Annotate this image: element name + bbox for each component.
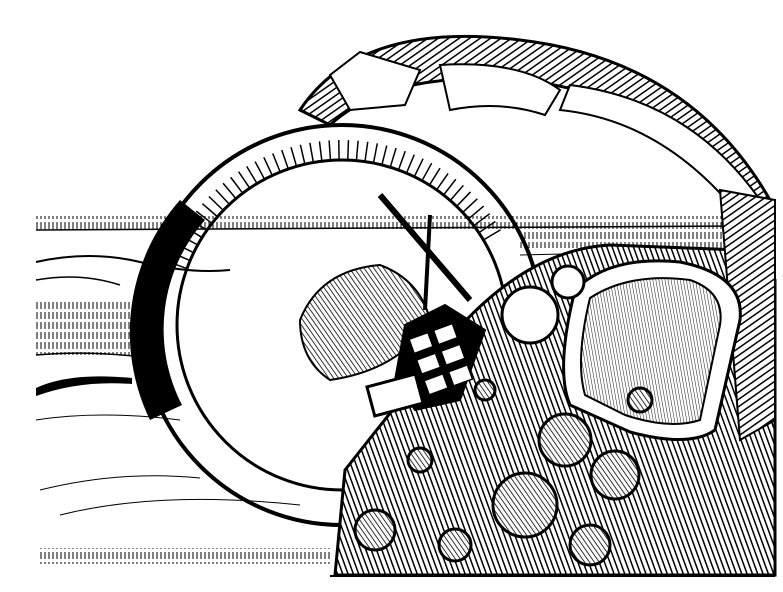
ring-tick	[389, 147, 397, 168]
ring-tick	[195, 210, 213, 225]
instrument-panel	[333, 188, 777, 577]
ring-tick	[167, 261, 188, 270]
control-stick	[423, 214, 432, 311]
ring-tick	[263, 157, 273, 176]
gauge-dial	[500, 285, 560, 345]
ring-tick	[184, 226, 203, 239]
ring-tick	[309, 142, 315, 163]
ring-tick	[381, 145, 388, 166]
panel-button	[432, 322, 459, 346]
ring-tick	[254, 161, 266, 180]
ring-tick	[222, 182, 237, 200]
ring-tick	[318, 141, 323, 162]
ring-tick	[171, 252, 191, 262]
ring-tick	[413, 158, 424, 178]
ring-tick	[190, 218, 208, 231]
ring-tick	[372, 143, 379, 164]
ring-tick	[462, 198, 478, 214]
gauge-dial	[568, 523, 612, 567]
ring-tick	[328, 140, 332, 161]
ring-tick	[436, 173, 449, 191]
gauge-dial	[550, 264, 586, 300]
gauge-cluster	[353, 378, 654, 567]
gauge-dial	[589, 449, 641, 501]
horizon-line	[35, 225, 741, 231]
ring-tick	[175, 243, 195, 254]
button-grid	[408, 322, 474, 396]
gauge-dial	[473, 378, 497, 402]
canopy-window	[328, 50, 422, 112]
gauge-dial	[406, 446, 434, 474]
ring-tick	[208, 195, 224, 211]
gauge-dial	[626, 386, 654, 414]
ring-tick	[456, 191, 472, 207]
panel-button	[440, 343, 466, 367]
ring-tick	[483, 229, 501, 241]
ring-tick	[421, 162, 433, 182]
field-stroke	[35, 255, 231, 272]
crop-field	[36, 300, 146, 355]
ring-tick	[347, 140, 350, 161]
panel-button	[415, 352, 442, 376]
control-stick	[377, 193, 473, 302]
ring-tick	[272, 153, 281, 173]
ring-tick	[290, 146, 298, 167]
ring-tick	[397, 150, 406, 171]
gauge-dial	[537, 412, 593, 468]
ring-tick	[355, 140, 359, 161]
river-bank	[36, 376, 132, 396]
handle-grip	[365, 372, 425, 418]
ring-tick	[201, 203, 218, 218]
sight-ring-dark-band	[129, 200, 205, 420]
sight-ring-ticks	[167, 140, 501, 270]
ring-tick	[237, 171, 251, 189]
field-stroke	[35, 276, 121, 286]
gauge-dial	[437, 527, 473, 563]
ring-tick	[467, 205, 485, 220]
panel-button	[447, 363, 474, 387]
panel-button	[408, 331, 434, 355]
ring-tick	[299, 144, 306, 165]
ring-tick	[449, 184, 464, 201]
ring-tick	[428, 167, 441, 186]
canopy-window	[438, 63, 562, 117]
ring-tick	[246, 166, 258, 184]
gauge-dial	[491, 471, 559, 539]
ring-tick	[442, 178, 457, 196]
gauge-dial	[353, 508, 397, 552]
ring-tick	[473, 213, 491, 227]
field-stroke	[35, 414, 181, 421]
display-screen	[580, 277, 722, 425]
bottom-bushes	[40, 548, 330, 564]
ring-tick	[281, 149, 289, 170]
ring-tick	[478, 220, 496, 234]
field-band	[520, 232, 735, 248]
ring-tick	[179, 234, 199, 246]
panel-button	[423, 372, 450, 396]
ring-tick	[405, 154, 415, 174]
ring-tick	[215, 189, 231, 205]
panel-rim	[718, 188, 776, 442]
ring-tick	[364, 141, 369, 162]
field-stroke	[59, 498, 301, 516]
ring-tick	[230, 176, 244, 194]
canopy-arch	[297, 34, 773, 218]
field-stroke	[39, 475, 201, 491]
